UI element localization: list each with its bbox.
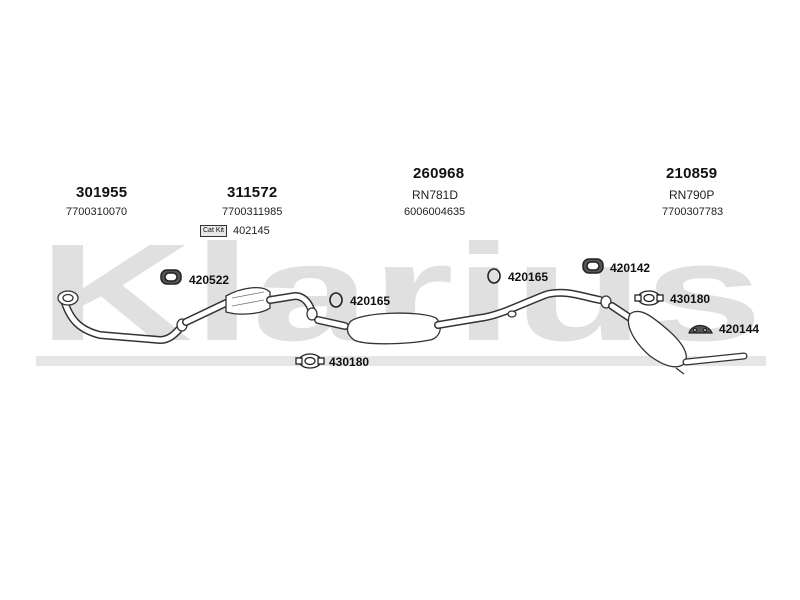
fitting-label: 420142 xyxy=(610,261,651,275)
oe-ref-260968-b: 6006004635 xyxy=(404,206,466,218)
fitting-label: 420144 xyxy=(719,322,760,336)
oe-ref-260968-a: RN781D xyxy=(412,188,459,202)
oe-ref-301955: 7700310070 xyxy=(66,206,128,218)
rear-silencer xyxy=(608,302,748,375)
cat-kit-row: Cat Kit 402145 xyxy=(200,225,270,237)
o-ring-icon xyxy=(487,268,501,284)
part-number-311572: 311572 xyxy=(227,184,278,201)
fitting-label: 420165 xyxy=(508,270,549,284)
catalytic-converter xyxy=(182,286,318,326)
fitting-label: 420165 xyxy=(350,294,391,308)
centre-silencer xyxy=(314,288,612,345)
front-pipe xyxy=(57,290,188,345)
cat-kit-number: 402145 xyxy=(233,225,270,237)
clamp-icon xyxy=(634,290,664,306)
oe-ref-311572: 7700311985 xyxy=(222,206,283,218)
o-ring-icon xyxy=(329,292,343,308)
oe-ref-210859-b: 7700307783 xyxy=(662,206,724,218)
fitting-label: 430180 xyxy=(670,292,711,306)
part-number-260968: 260968 xyxy=(413,165,465,182)
rubber-mount-icon xyxy=(160,269,182,285)
clamp-icon xyxy=(295,353,325,369)
part-number-210859: 210859 xyxy=(666,165,718,182)
fitting-label: 420522 xyxy=(189,273,230,287)
watermark-band xyxy=(36,356,766,366)
rubber-mount-icon xyxy=(582,258,604,274)
bracket-icon xyxy=(688,324,713,334)
oe-ref-210859-a: RN790P xyxy=(669,188,715,202)
part-number-301955: 301955 xyxy=(76,184,128,201)
cat-kit-badge: Cat Kit xyxy=(200,225,228,237)
fitting-label: 430180 xyxy=(329,355,370,369)
